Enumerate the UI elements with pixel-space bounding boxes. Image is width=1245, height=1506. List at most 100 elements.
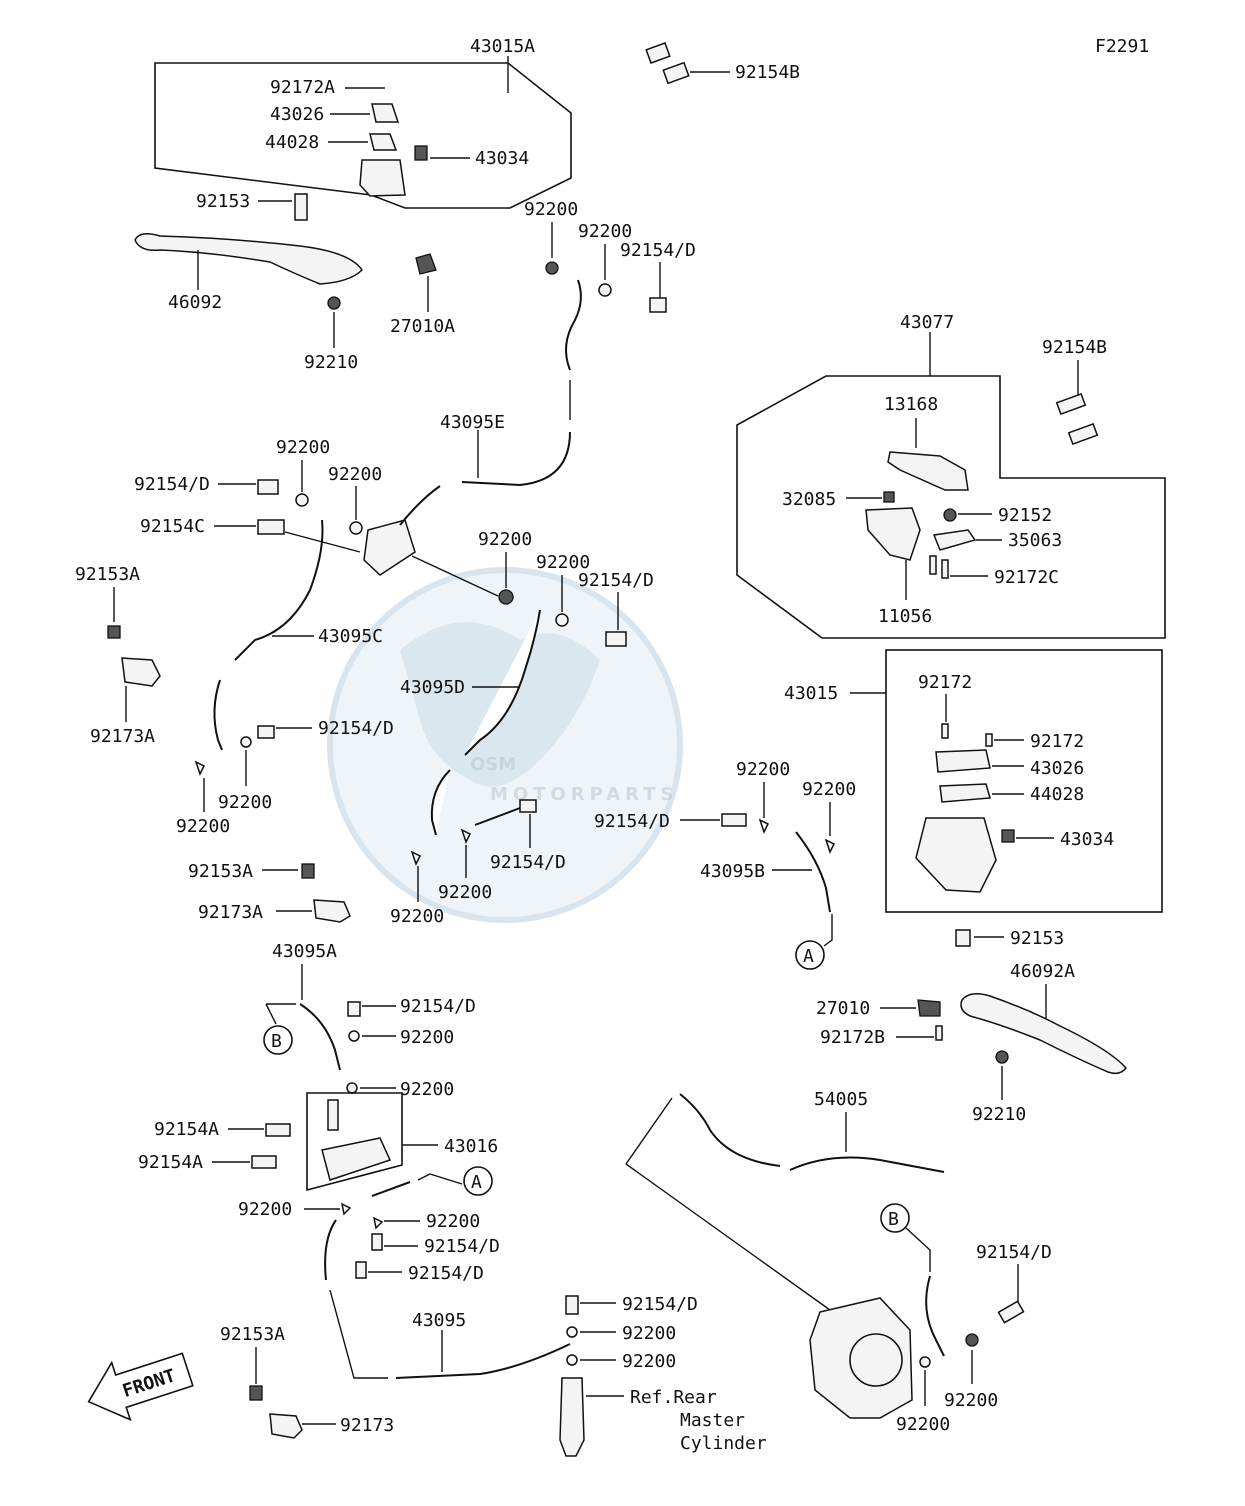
part-washer-92200-o bbox=[340, 1202, 352, 1216]
part-nut-92210-b bbox=[995, 1050, 1009, 1064]
part-valve-43016 bbox=[321, 1137, 392, 1181]
label-92173A-b: 92173A bbox=[198, 902, 263, 923]
label-43095A: 43095A bbox=[272, 941, 337, 962]
label-92200-n: 92200 bbox=[400, 1079, 454, 1100]
part-92152 bbox=[943, 508, 957, 522]
watermark-logo: OSM bbox=[470, 754, 516, 775]
part-hose-43095D-link bbox=[474, 807, 521, 826]
part-hose-43095E-upper bbox=[565, 279, 582, 371]
label-92200-m: 92200 bbox=[400, 1027, 454, 1048]
part-92153A-a bbox=[107, 625, 121, 639]
part-bolt-92154B-1 bbox=[645, 42, 671, 64]
leader-cable-a bbox=[625, 1097, 673, 1165]
part-washer-92200-a bbox=[545, 261, 559, 275]
label-ref-line2: Master bbox=[680, 1410, 745, 1431]
label-92153A-a: 92153A bbox=[75, 564, 140, 585]
part-92173A-a bbox=[121, 657, 161, 687]
leader-hose-43095 bbox=[329, 1289, 388, 1379]
part-35063 bbox=[932, 529, 977, 551]
part-screw-43034-b bbox=[1001, 829, 1015, 843]
label-92200-c: 92200 bbox=[276, 437, 330, 458]
label-92153A-b: 92153A bbox=[188, 861, 253, 882]
part-bolt-92154C bbox=[257, 519, 285, 535]
part-washer-92200-e bbox=[240, 736, 252, 748]
label-92200-j: 92200 bbox=[802, 779, 856, 800]
part-92153A-c bbox=[249, 1385, 263, 1401]
label-43095: 43095 bbox=[412, 1310, 466, 1331]
group-43077-outline bbox=[736, 375, 1166, 639]
label-13168: 13168 bbox=[884, 394, 938, 415]
label-92200-f: 92200 bbox=[176, 816, 230, 837]
part-bolt-92154D-d bbox=[605, 631, 627, 647]
part-washer-92200-t bbox=[965, 1333, 979, 1347]
label-43016: 43016 bbox=[444, 1136, 498, 1157]
part-master-cylinder bbox=[915, 817, 997, 893]
part-bolt-92154A-b bbox=[251, 1155, 277, 1169]
part-pin-92153-b bbox=[955, 929, 971, 947]
callout-A-top bbox=[795, 940, 825, 970]
label-92200-q: 92200 bbox=[622, 1323, 676, 1344]
part-hose-43095D-lower bbox=[430, 769, 451, 836]
part-bolt-92154D-f bbox=[519, 799, 537, 813]
group-cable-caliper: 54005 B 92200 92200 92154/D bbox=[625, 1089, 1052, 1435]
part-washer-92200-n bbox=[346, 1082, 358, 1094]
label-92172A: 92172A bbox=[270, 77, 335, 98]
label-92200-k: 92200 bbox=[438, 882, 492, 903]
label-44028-b: 44028 bbox=[1030, 784, 1084, 805]
part-bolt-92154D-i bbox=[355, 1261, 367, 1279]
part-bolt-92154B-2 bbox=[662, 61, 690, 85]
group-43015: 43015 92172 92172 43026 44028 43034 bbox=[784, 649, 1163, 913]
group-hose-top: 92200 92200 92154/D 43095E bbox=[440, 199, 696, 487]
callout-B-left-label: B bbox=[271, 1031, 282, 1052]
diagram-code: F2291 bbox=[1095, 36, 1149, 57]
part-washer-92200-d bbox=[349, 521, 363, 535]
group-lever-46092A: 92153 46092A 27010 92172B 92210 bbox=[816, 928, 1127, 1125]
label-11056: 11056 bbox=[878, 606, 932, 627]
label-43034-b: 43034 bbox=[1060, 829, 1114, 850]
label-92154D-b: 92154/D bbox=[134, 474, 210, 495]
label-92200-a: 92200 bbox=[524, 199, 578, 220]
part-washer-92200-j bbox=[824, 838, 836, 854]
label-27010: 27010 bbox=[816, 998, 870, 1019]
part-screw-92172C-2 bbox=[941, 559, 949, 579]
part-screw-92172-a bbox=[941, 723, 949, 739]
part-hose-43095C-upper bbox=[234, 519, 324, 661]
part-92173 bbox=[269, 1413, 303, 1439]
group-43077: 43077 92154B 13168 32085 11056 92152 350… bbox=[736, 312, 1166, 639]
watermark-tagline: MOTORPARTS bbox=[490, 784, 678, 805]
part-hose-43095A bbox=[299, 1003, 341, 1071]
part-hose-caliper bbox=[925, 1275, 945, 1357]
label-92154D-e: 92154/D bbox=[594, 811, 670, 832]
part-92173A-b bbox=[313, 899, 351, 923]
label-92153A-c: 92153A bbox=[220, 1324, 285, 1345]
part-brake-caliper bbox=[809, 1297, 913, 1419]
part-caliper-piston bbox=[849, 1333, 903, 1387]
label-92200-r: 92200 bbox=[622, 1351, 676, 1372]
label-92210: 92210 bbox=[304, 352, 358, 373]
part-11056 bbox=[865, 507, 921, 561]
part-bolt-92154D-j bbox=[997, 1300, 1025, 1324]
label-43077: 43077 bbox=[900, 312, 954, 333]
part-bolt-92154D-h bbox=[371, 1233, 383, 1251]
part-diaphragm-44028 bbox=[369, 133, 398, 151]
part-junction-block bbox=[363, 519, 416, 576]
label-ref-line3: Cylinder bbox=[680, 1433, 767, 1454]
label-43095D: 43095D bbox=[400, 677, 465, 698]
label-32085: 32085 bbox=[782, 489, 836, 510]
label-92154D-j: 92154/D bbox=[976, 1242, 1052, 1263]
callout-B-right bbox=[880, 1203, 910, 1233]
part-hose-short bbox=[371, 1181, 411, 1197]
label-92154D-f: 92154/D bbox=[490, 852, 566, 873]
part-bolt-92154D-c bbox=[257, 725, 275, 739]
part-washer-92200-c bbox=[295, 493, 309, 507]
part-washer-92200-h bbox=[555, 613, 569, 627]
label-92152: 92152 bbox=[998, 505, 1052, 526]
label-92172C: 92172C bbox=[994, 567, 1059, 588]
label-92154A-b: 92154A bbox=[138, 1152, 203, 1173]
part-washer-92200-i bbox=[758, 818, 770, 834]
label-92154B-top: 92154B bbox=[735, 62, 800, 83]
front-arrow: FRONT bbox=[87, 1352, 194, 1422]
label-92154D-g: 92154/D bbox=[400, 996, 476, 1017]
